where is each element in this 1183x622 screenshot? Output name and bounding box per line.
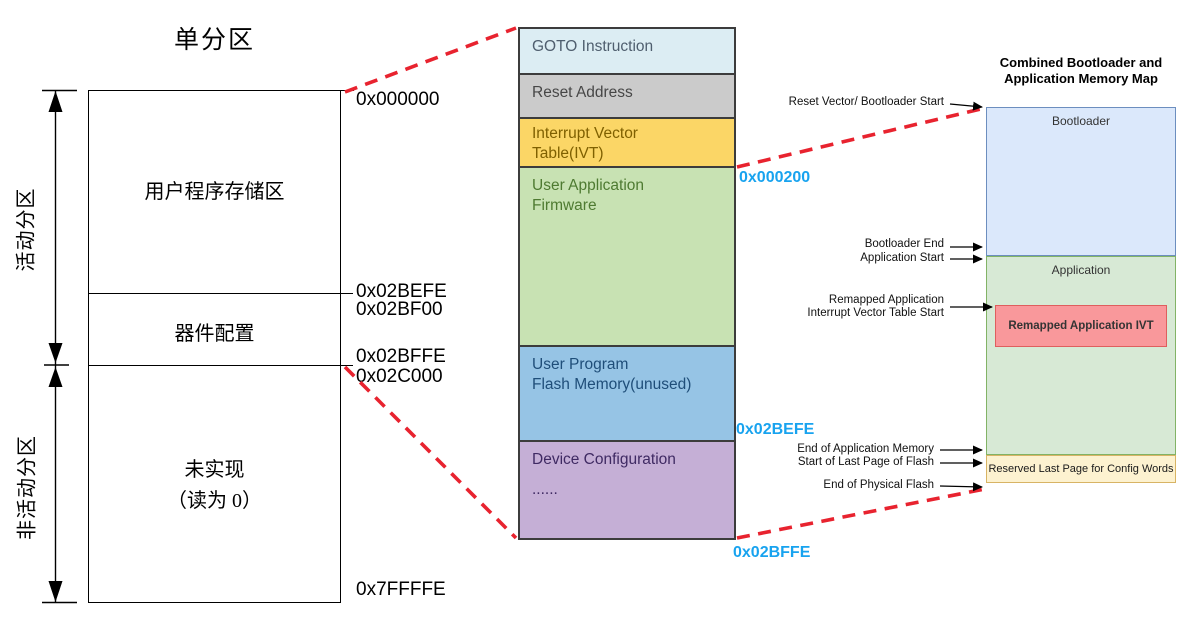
segment-user-program-flash: User Program Flash Memory(unused) [518,345,736,442]
annotation-remapped-application-ivt-start: Remapped Application Interrupt Vector Ta… [700,294,944,320]
address-0x02BFFE: 0x02BFFE [356,346,446,367]
address-0x02BFFE-middle: 0x02BFFE [733,544,811,561]
annotation-start-of-last-page: Start of Last Page of Flash [797,456,934,468]
address-0x02BEFE-middle: 0x02BEFE [736,421,815,438]
divider-inactive-top [88,365,353,366]
divider-device-config-top [88,293,353,294]
address-0x000200: 0x000200 [739,169,811,186]
segment-label: Device Configuration [532,451,676,468]
annotation-application-start: Application Start [860,252,944,264]
annotation-arrows [939,101,993,492]
segment-user-application-firmware: User Application Firmware [518,166,736,347]
right-diagram-title: Combined Bootloader and Application Memo… [966,55,1183,87]
segment-goto-instruction: GOTO Instruction [518,27,736,75]
dimension-lines [42,89,77,604]
single-partition-box [88,90,341,603]
address-0x02BF00: 0x02BF00 [356,299,443,320]
region-unimplemented-line1: 未实现 [184,459,245,481]
reserved-label: Reserved Last Page for Config Words [988,463,1174,475]
segment-label: User Application [532,177,645,194]
region-unimplemented: 未实现 （读为 0） [88,455,341,517]
segment-label: ...... [532,481,558,499]
remapped-ivt-label: Remapped Application IVT [1008,320,1154,332]
segment-label: GOTO Instruction [532,38,654,55]
segment-label: Firmware [532,197,597,215]
annotation-remapped-line1: Remapped Application [828,294,944,306]
segment-device-configuration: Device Configuration ...... [518,440,736,540]
address-0x7FFFFE: 0x7FFFFE [356,579,446,600]
right-title-line1: Combined Bootloader and [999,55,1163,70]
segment-interrupt-vector-table: Interrupt Vector Table(IVT) [518,117,736,168]
application-label: Application [1051,263,1111,277]
right-title-line2: Application Memory Map [1004,71,1158,86]
region-device-config: 器件配置 [174,323,255,345]
inactive-partition-label: 非活动分区 [16,435,39,540]
annotation-remapped-line2: Interrupt Vector Table Start [807,307,944,319]
segment-label: Flash Memory(unused) [532,376,692,394]
annotation-reset-vector-bootloader-start: Reset Vector/ Bootloader Start [788,96,944,108]
bootloader-box: Bootloader [986,107,1176,256]
region-unimplemented-line2: （读为 0） [167,490,262,512]
left-diagram-title: 单分区 [173,27,255,54]
dimension-arrowheads [48,91,63,602]
segment-label: User Program [532,356,629,373]
region-user-program: 用户程序存储区 [144,181,285,203]
reserved-last-page-box: Reserved Last Page for Config Words [986,455,1176,483]
segment-label: Interrupt Vector [532,125,638,142]
application-box: Application [986,256,1176,455]
bootloader-label: Bootloader [1051,114,1111,128]
segment-label: Table(IVT) [532,145,604,163]
annotation-end-of-application-memory: End of Application Memory [797,443,934,455]
remapped-application-ivt-box: Remapped Application IVT [995,305,1167,347]
annotation-end-of-physical-flash: End of Physical Flash [823,479,934,491]
segment-label: Reset Address [532,84,633,101]
tick-top-address [341,90,354,91]
address-0x02BEFE: 0x02BEFE [356,281,447,302]
annotation-bootloader-end: Bootloader End [864,238,944,250]
active-partition-label: 活动分区 [15,187,38,272]
address-0x000000: 0x000000 [356,89,440,110]
address-0x02C000: 0x02C000 [356,366,443,387]
